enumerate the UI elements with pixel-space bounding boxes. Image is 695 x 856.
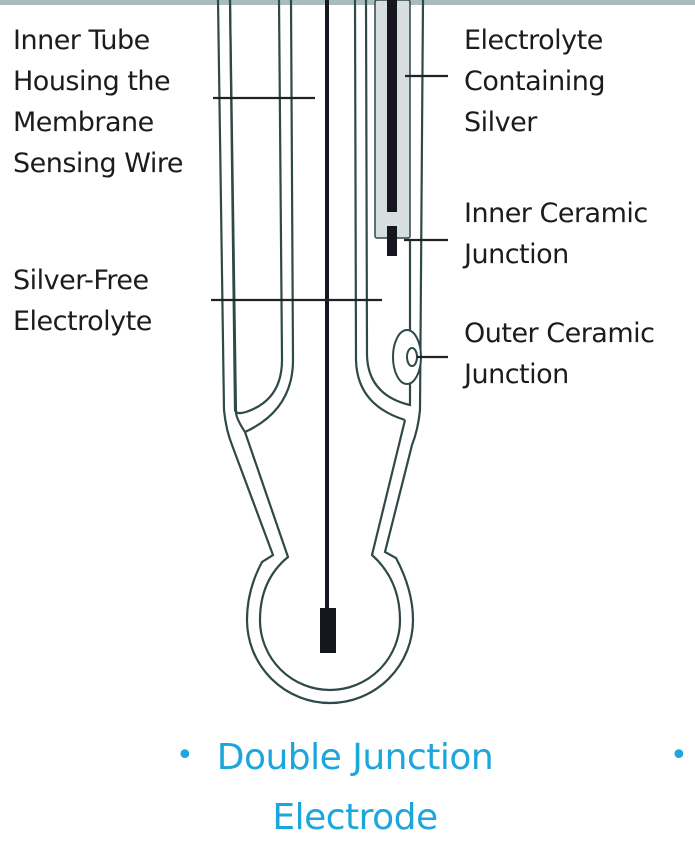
label-inner-ceramic-junction: Inner Ceramic Junction	[464, 193, 648, 275]
caption-line-2: Electrode	[272, 797, 438, 838]
outer-body-right-inner	[370, 419, 407, 621]
label-line: Inner Ceramic	[464, 198, 648, 229]
outer-body-left-outer-wall	[216, 0, 275, 621]
inner-tube-right	[244, 0, 295, 433]
sensing-element	[320, 608, 336, 653]
label-electrolyte-containing-silver: Electrolyte Containing Silver	[464, 20, 605, 143]
label-silver-free-electrolyte: Silver-Free Electrolyte	[13, 260, 152, 342]
caption: Double Junction Electrode	[190, 728, 520, 848]
outer-ceramic-junction-core	[406, 347, 418, 367]
label-line: Junction	[464, 359, 569, 390]
label-line: Junction	[464, 239, 569, 270]
silver-wire	[387, 0, 397, 212]
label-line: Inner Tube	[13, 25, 150, 56]
right-inner-tube-wall	[353, 0, 406, 422]
inner-ceramic-junction	[387, 226, 397, 256]
label-line: Housing the	[13, 66, 171, 97]
inner-tube-left	[228, 0, 284, 415]
label-outer-ceramic-junction: Outer Ceramic Junction	[464, 313, 655, 395]
top-border	[0, 0, 695, 5]
caption-line-1: Double Junction	[216, 737, 494, 778]
label-line: Outer Ceramic	[464, 318, 655, 349]
label-inner-tube: Inner Tube Housing the Membrane Sensing …	[13, 20, 184, 184]
label-line: Silver	[464, 107, 537, 138]
label-line: Electrolyte	[464, 25, 603, 56]
label-line: Sensing Wire	[13, 148, 184, 179]
right-inner-tube-wall-2	[364, 0, 412, 407]
outer-body-right-outer-wall	[383, 0, 425, 621]
bullet-right: •	[670, 738, 688, 773]
bulb-outer	[245, 619, 415, 705]
label-line: Electrolyte	[13, 306, 152, 337]
label-line: Silver-Free	[13, 265, 149, 296]
outer-body-left-inner-wall	[228, 0, 290, 621]
label-line: Containing	[464, 66, 605, 97]
label-line: Membrane	[13, 107, 154, 138]
bullet-left: •	[176, 738, 194, 773]
bulb-inner	[258, 619, 402, 692]
